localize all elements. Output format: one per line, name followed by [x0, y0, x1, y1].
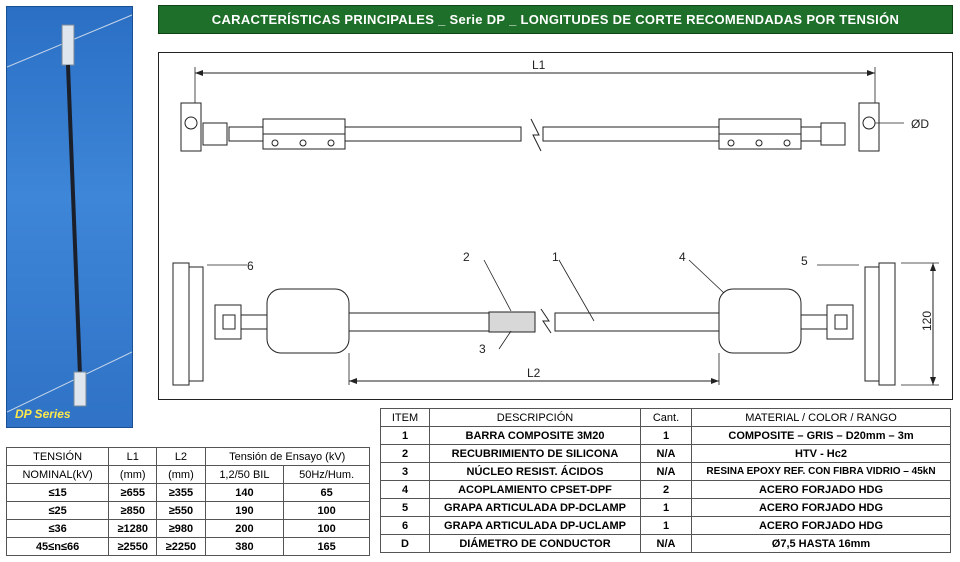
header-nominal: NOMINAL(kV)	[5, 465, 110, 484]
header-bil: 1,2/50 BIL	[204, 465, 285, 484]
table-row: 5 GRAPA ARTICULADA DP-DCLAMP 1 ACERO FOR…	[380, 498, 951, 517]
drawing-canvas: L1 ØD	[172, 58, 939, 386]
l2-label: L2	[527, 366, 541, 380]
callout-1: 1	[552, 250, 559, 264]
table-row: 4 ACOPLAMIENTO CPSET-DPF 2 ACERO FORJADO…	[380, 480, 951, 499]
header-item: ITEM	[380, 408, 430, 427]
table-row: D DIÁMETRO DE CONDUCTOR N/A Ø7,5 HASTA 1…	[380, 534, 951, 553]
header-desc: DESCRIPCIÓN	[429, 408, 641, 427]
header-l1: L1	[108, 447, 158, 466]
callout-3: 3	[479, 342, 486, 356]
bottom-view-assembly	[172, 262, 896, 386]
photo-caption: DP Series	[15, 407, 71, 421]
header-l1-unit: (mm)	[108, 465, 158, 484]
od-label: ØD	[911, 117, 929, 131]
insulator-photo-illustration	[6, 14, 133, 413]
table-row: 2 RECUBRIMIENTO DE SILICONA N/A HTV - Hc…	[380, 444, 951, 463]
callout-6: 6	[247, 259, 254, 273]
header-tension: TENSIÓN	[5, 447, 110, 466]
header-l2-unit: (mm)	[156, 465, 206, 484]
table-row: ≤15 ≥655 ≥355 140 65	[5, 483, 370, 502]
voltage-table: TENSIÓN L1 L2 Tensión de Ensayo (kV) NOM…	[5, 447, 371, 556]
items-table: ITEM DESCRIPCIÓN Cant. MATERIAL / COLOR …	[380, 408, 951, 553]
table-row: 3 NÚCLEO RESIST. ÁCIDOS N/A RESINA EPOXY…	[380, 462, 951, 481]
table-row: 45≤n≤66 ≥2550 ≥2250 380 165	[5, 537, 370, 556]
table-row: ≤36 ≥1280 ≥980 200 100	[5, 519, 370, 538]
header-test: Tensión de Ensayo (kV)	[204, 447, 371, 466]
callout-4: 4	[679, 250, 686, 264]
header-hz: 50Hz/Hum.	[283, 465, 370, 484]
callout-5: 5	[801, 254, 808, 268]
callout-2: 2	[463, 250, 470, 264]
table-row: 6 GRAPA ARTICULADA DP-UCLAMP 1 ACERO FOR…	[380, 516, 951, 535]
h120-label: 120	[920, 311, 934, 331]
header-l2: L2	[156, 447, 206, 466]
product-photo: DP Series	[6, 6, 133, 428]
header-qty: Cant.	[640, 408, 692, 427]
technical-drawing: L1 ØD	[158, 52, 953, 400]
header-mat: MATERIAL / COLOR / RANGO	[691, 408, 951, 427]
top-view-assembly	[180, 102, 880, 152]
table-row: 1 BARRA COMPOSITE 3M20 1 COMPOSITE – GRI…	[380, 426, 951, 445]
title-banner: CARACTERÍSTICAS PRINCIPALES _ Serie DP _…	[158, 5, 953, 34]
table-row: ≤25 ≥850 ≥550 190 100	[5, 501, 370, 520]
l1-label: L1	[532, 58, 546, 72]
